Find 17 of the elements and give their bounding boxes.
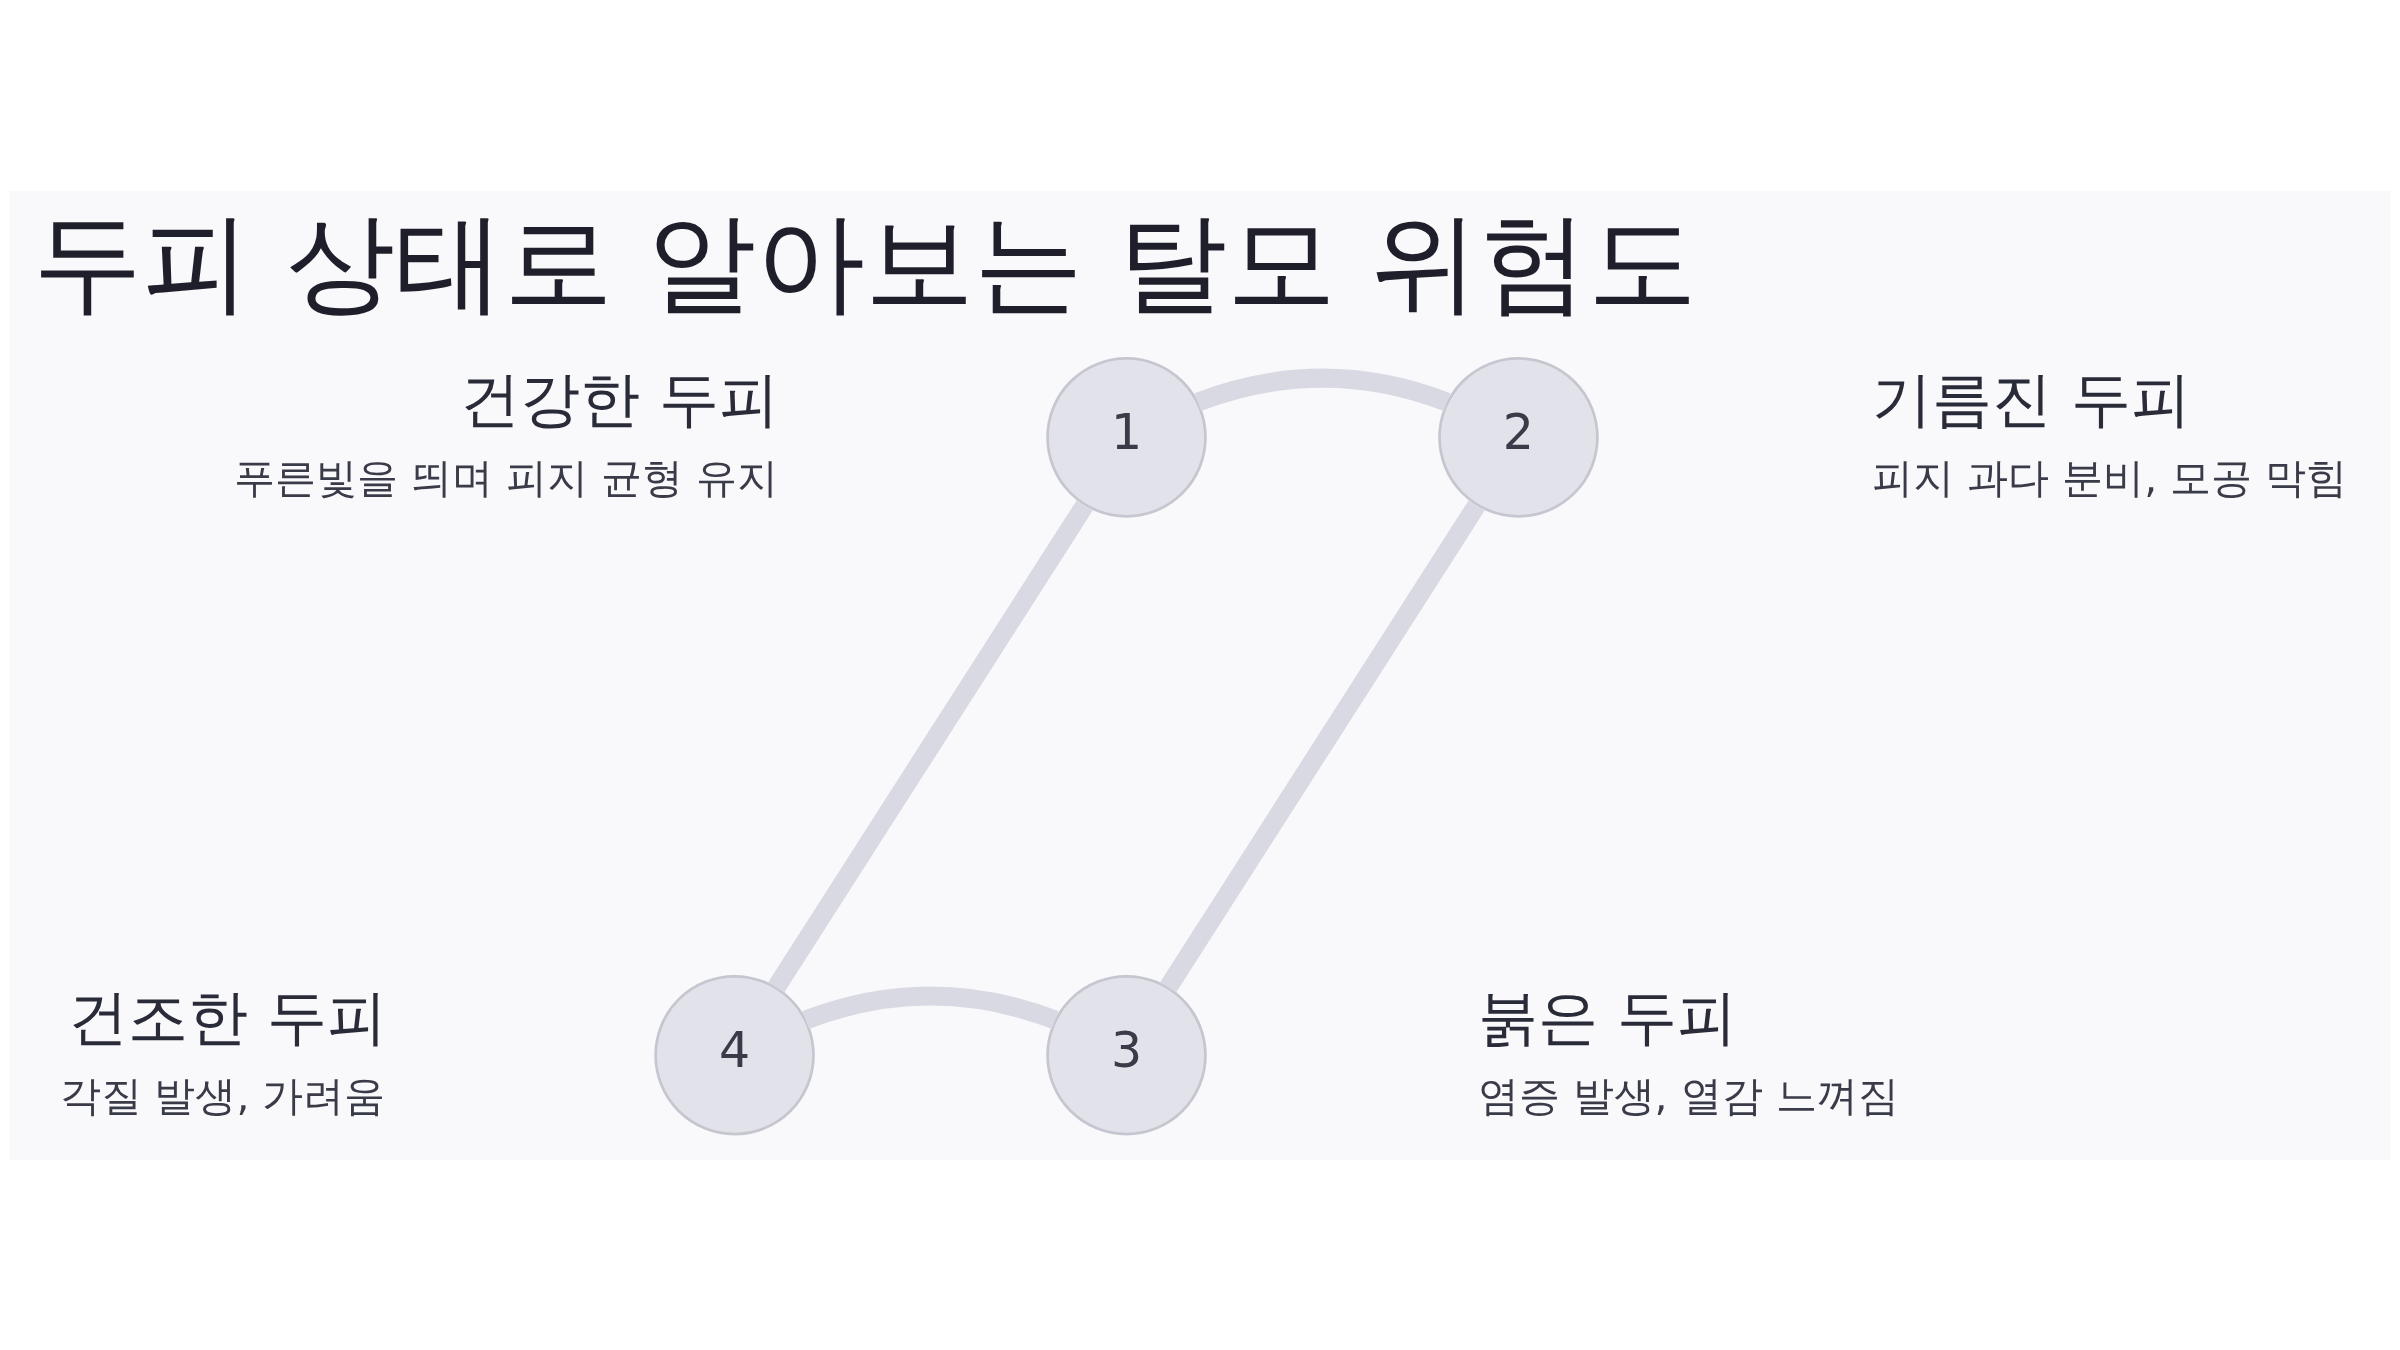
connector: [1160, 499, 1485, 993]
node-circle: 2: [1438, 356, 1599, 518]
node-label: 건강한 두피: [459, 363, 779, 434]
node-circle: 1: [1046, 356, 1207, 518]
node-label: 각질 발생, 가려움: [59, 1071, 386, 1120]
connector: [768, 499, 1093, 993]
node-label: 피지 과다 분비, 모공 막힘: [1872, 453, 2348, 502]
node-label: 기름진 두피: [1872, 363, 2192, 434]
node-label: 건조한 두피: [67, 981, 387, 1052]
node-label: 염증 발생, 열감 느껴짐: [1477, 1071, 1899, 1120]
node-circle: 3: [1046, 974, 1207, 1135]
node-label: 붉은 두피: [1477, 981, 1737, 1052]
connector: [802, 986, 1059, 1029]
node-label: 푸른빛을 띄며 피지 균형 유지: [233, 453, 778, 502]
diagram-title: 두피 상태로 알아보는 탈모 위험도: [32, 198, 1698, 326]
node-circle: 4: [654, 974, 815, 1135]
connector: [1194, 368, 1451, 411]
